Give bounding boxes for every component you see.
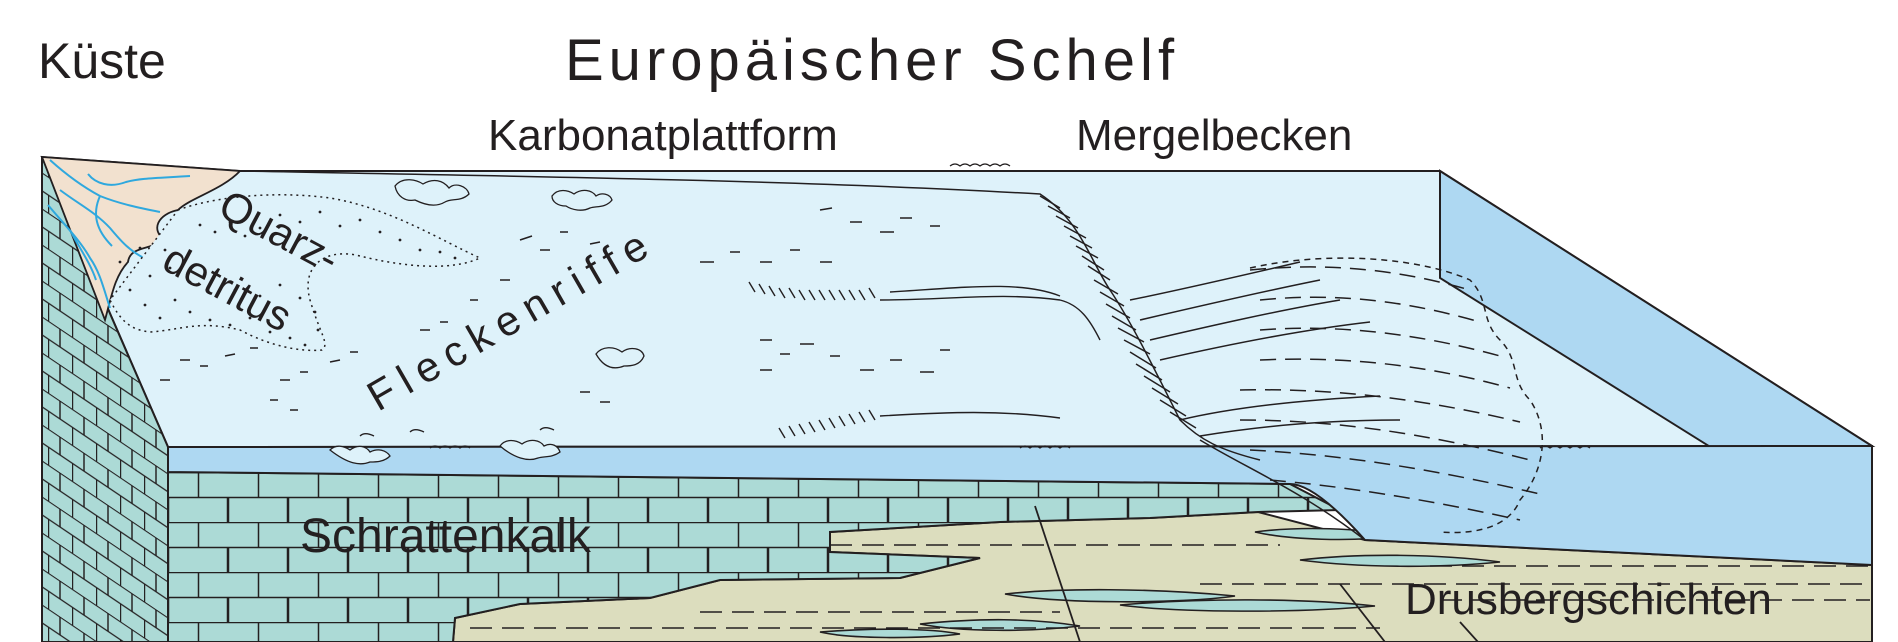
label-shelf: Europäischer Schelf bbox=[565, 28, 1179, 93]
label-limestone: Schrattenkalk bbox=[300, 510, 592, 563]
label-platform: Karbonatplattform bbox=[488, 111, 838, 160]
label-basin: Mergelbecken bbox=[1076, 111, 1352, 160]
label-drusberg: Drusbergschichten bbox=[1405, 575, 1772, 624]
label-coast: Küste bbox=[38, 33, 166, 89]
